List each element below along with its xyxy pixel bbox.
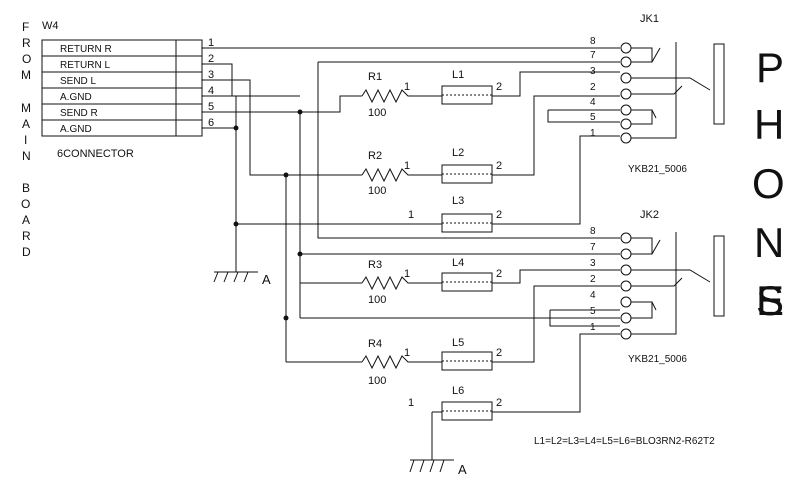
- connector-pin: 4: [208, 85, 214, 97]
- jack-jk2: JK2 8 7 3 2 4 5 1 YKB21_5006: [590, 209, 725, 365]
- connector-signal: RETURN R: [60, 44, 112, 55]
- phones-letter-s-visible: S: [756, 277, 784, 324]
- side-letter: M: [21, 101, 31, 115]
- resistor-ref: R1: [368, 71, 382, 83]
- ground-label: A: [262, 272, 271, 287]
- phones-letter: N: [754, 219, 784, 266]
- connector-pin: 2: [208, 53, 214, 65]
- resistor-r3: R3 1 100: [361, 259, 442, 306]
- connector-pin: 5: [208, 101, 214, 113]
- resistor-value: 100: [368, 107, 386, 119]
- inductor-pin: 1: [408, 209, 414, 221]
- jack-pin: 4: [590, 97, 596, 108]
- connector-signal: A.GND: [60, 124, 92, 135]
- jack-jk1: JK1 8 7 3 2 4 5 1 YKB21_5006: [590, 13, 725, 175]
- inductor-l3: L3 1 2: [408, 195, 502, 233]
- jack-pin: 7: [590, 242, 596, 253]
- side-letter: I: [24, 133, 27, 147]
- resistor-pin: 1: [404, 81, 410, 93]
- jack-pin: 5: [590, 306, 596, 317]
- ground-label: A: [458, 462, 467, 477]
- side-letter: M: [21, 68, 31, 82]
- connector-signal: SEND L: [60, 76, 97, 87]
- inductor-pin: 2: [496, 268, 502, 280]
- resistor-pin: 1: [404, 160, 410, 172]
- inductor-ref: L4: [452, 257, 464, 269]
- connector-pin: 1: [208, 37, 214, 49]
- jack-part: YKB21_5006: [628, 354, 687, 365]
- inductor-l4: L4 2: [441, 257, 502, 292]
- jack-pin: 1: [590, 322, 596, 333]
- phones-letter: P: [756, 44, 784, 91]
- inductor-l2: L2 2: [441, 147, 502, 184]
- inductor-pin: 2: [496, 397, 502, 409]
- inductor-pin: 2: [496, 347, 502, 359]
- phones-label: P H O N E S: [752, 44, 785, 324]
- connector-name: 6CONNECTOR: [57, 148, 134, 160]
- jack-pin: 5: [590, 112, 596, 123]
- resistor-r1: R1 1 100: [361, 71, 442, 119]
- jack-pin: 8: [590, 226, 596, 237]
- phones-letter: O: [752, 160, 785, 207]
- inductor-ref: L5: [452, 337, 464, 349]
- inductor-ref: L6: [452, 385, 464, 397]
- phones-letter: H: [754, 101, 784, 148]
- jack-pin: 3: [590, 66, 596, 77]
- connector-w4: W4 RETURN R RETURN L SEND L A.GND SEND R…: [41, 20, 214, 160]
- jack-pin: 2: [590, 82, 596, 93]
- inductor-ref: L2: [452, 147, 464, 159]
- inductor-l5: L5 2: [441, 337, 502, 371]
- jack-ref: JK1: [640, 13, 659, 25]
- resistor-r2: R2 1 100: [361, 150, 442, 197]
- ground-symbol-1: A: [213, 268, 271, 287]
- side-letter: R: [22, 229, 31, 243]
- resistor-value: 100: [368, 375, 386, 387]
- resistor-value: 100: [368, 185, 386, 197]
- inductor-pin: 2: [496, 160, 502, 172]
- side-letter: A: [22, 213, 30, 227]
- resistor-pin: 1: [404, 268, 410, 280]
- from-main-board-label: F R O M M A I N B O A R D: [21, 20, 31, 259]
- side-letter: D: [22, 245, 31, 259]
- jack-part: YKB21_5006: [628, 164, 687, 175]
- jack-pin: 4: [590, 290, 596, 301]
- wiring: [202, 47, 620, 460]
- resistor-r4: R4 1 100: [361, 338, 442, 387]
- connector-pin: 6: [208, 117, 214, 129]
- inductor-note: L1=L2=L3=L4=L5=L6=BLO3RN2-R62T2: [534, 436, 715, 447]
- phones-letter: E: [756, 277, 784, 324]
- inductor-l1: L1 2: [441, 69, 502, 105]
- resistor-ref: R3: [368, 259, 382, 271]
- jack-pin: 1: [590, 128, 596, 139]
- inductor-pin: 2: [496, 209, 502, 221]
- jack-pin: 3: [590, 258, 596, 269]
- jack-ref: JK2: [640, 209, 659, 221]
- connector-signal: A.GND: [60, 92, 92, 103]
- jack-pin: 7: [590, 50, 596, 61]
- side-letter: R: [22, 36, 31, 50]
- side-letter: O: [21, 197, 30, 211]
- side-letter: F: [22, 20, 29, 34]
- inductor-ref: L1: [452, 69, 464, 81]
- resistor-ref: R4: [368, 338, 382, 350]
- jack-pin: 2: [590, 274, 596, 285]
- inductor-pin: 2: [496, 81, 502, 93]
- resistor-ref: R2: [368, 150, 382, 162]
- jack-pin: 8: [590, 36, 596, 47]
- side-letter: B: [22, 181, 30, 195]
- connector-signal: RETURN L: [60, 60, 110, 71]
- side-letter: A: [22, 117, 30, 131]
- inductor-ref: L3: [452, 195, 464, 207]
- resistor-pin: 1: [404, 347, 410, 359]
- side-letter: O: [22, 52, 31, 66]
- inductor-l6: L6 1 2: [408, 385, 502, 421]
- resistor-value: 100: [368, 294, 386, 306]
- inductor-pin: 1: [408, 397, 414, 409]
- connector-signal: SEND R: [60, 108, 98, 119]
- side-letter: N: [22, 149, 31, 163]
- connector-ref: W4: [42, 20, 59, 32]
- connector-pin: 3: [208, 69, 214, 81]
- ground-symbol-2: A: [409, 459, 467, 477]
